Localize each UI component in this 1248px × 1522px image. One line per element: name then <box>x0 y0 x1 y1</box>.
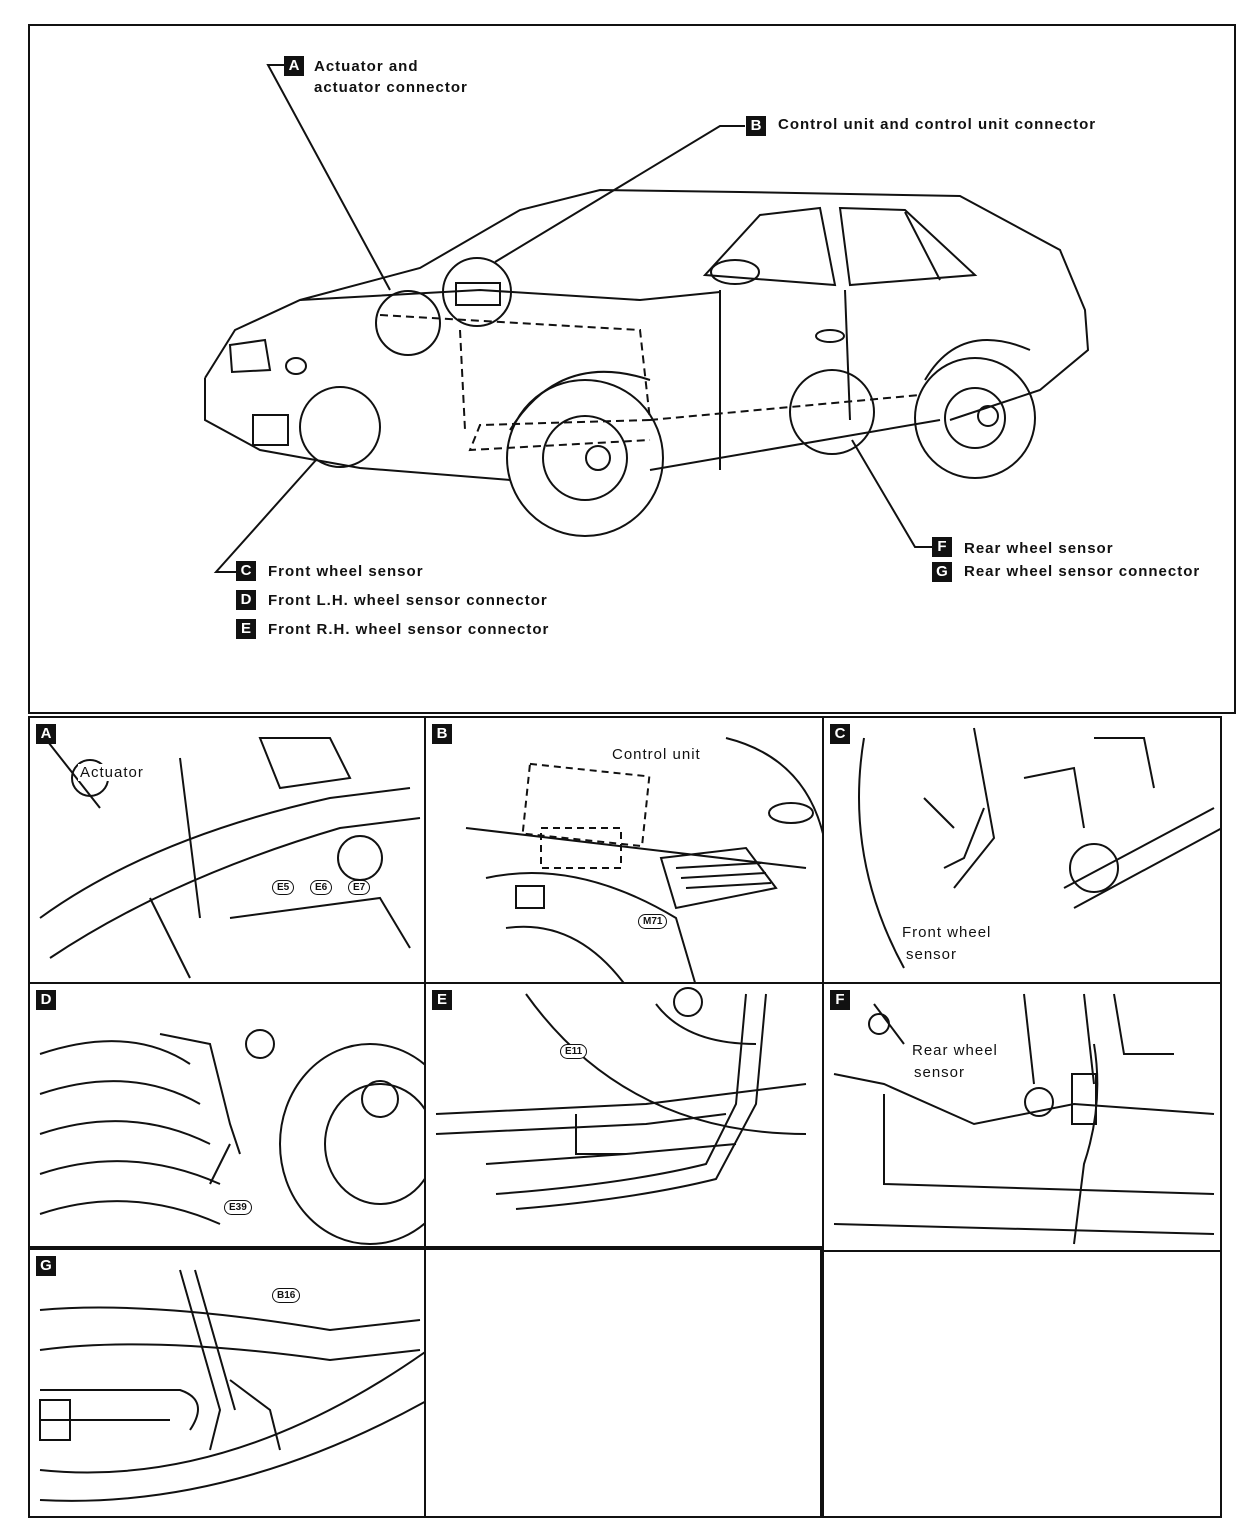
panel-a: A Actuator E5 E6 E7 <box>28 716 426 984</box>
callout-a-line1: Actuator and <box>314 58 419 75</box>
panel-d-connector-e39: E39 <box>224 1200 252 1215</box>
panel-b-text-control-unit: Control unit <box>610 746 703 763</box>
panel-g-illustration <box>39 1269 424 1502</box>
panel-d: D E39 <box>28 982 426 1248</box>
callout-a-badge: A <box>284 56 304 76</box>
panel-g: G B16 <box>28 1248 426 1518</box>
panel-b-badge: B <box>432 724 452 744</box>
panel-d-badge: D <box>36 990 56 1010</box>
callout-c-line1: Front wheel sensor <box>268 563 424 580</box>
panel-c-text-line2: sensor <box>904 946 960 963</box>
panel-a-illustration <box>39 737 421 979</box>
panel-f: F Rear wheel sensor <box>822 982 1222 1252</box>
panel-f-badge: F <box>830 990 850 1010</box>
panel-f-text-line2: sensor <box>912 1064 968 1081</box>
panel-a-badge: A <box>36 724 56 744</box>
callout-b-line1: Control unit and control unit connector <box>778 116 1097 133</box>
callout-c-badge: C <box>236 561 256 581</box>
panel-c-text-line1: Front wheel <box>900 924 994 941</box>
callout-d-line1: Front L.H. wheel sensor connector <box>268 592 548 609</box>
panel-f-text-line1: Rear wheel <box>910 1042 1000 1059</box>
panel-empty-1 <box>424 1248 824 1518</box>
panel-e: E E11 <box>424 982 824 1248</box>
callout-b-badge: B <box>746 116 766 136</box>
callout-f-line1: Rear wheel sensor <box>964 540 1114 557</box>
callout-a-line2: actuator connector <box>314 79 468 96</box>
panel-a-connector-e6: E6 <box>310 880 333 895</box>
panel-c-illustration <box>858 727 1220 969</box>
callout-g-badge: G <box>932 562 952 582</box>
panel-b-illustration <box>465 737 822 982</box>
panel-e-badge: E <box>432 990 452 1010</box>
panel-e-illustration <box>435 987 807 1210</box>
panel-c: C Front wheel sensor <box>822 716 1222 984</box>
panel-f-illustration <box>833 993 1215 1245</box>
callout-d-badge: D <box>236 590 256 610</box>
panel-a-text-actuator: Actuator <box>78 764 146 781</box>
panel-a-connector-e5: E5 <box>272 880 295 895</box>
panel-d-illustration <box>39 1029 424 1245</box>
panel-a-connector-e7: E7 <box>348 880 371 895</box>
panel-c-badge: C <box>830 724 850 744</box>
callout-g-line1: Rear wheel sensor connector <box>964 563 1201 580</box>
panel-g-badge: G <box>36 1256 56 1276</box>
panel-e-connector-e11: E11 <box>560 1044 588 1059</box>
overview-frame <box>28 24 1236 714</box>
car-illustration <box>204 64 1090 573</box>
panel-empty-2 <box>820 1250 1222 1518</box>
panel-b: B Control unit M71 <box>424 716 824 984</box>
callout-e-line1: Front R.H. wheel sensor connector <box>268 621 550 638</box>
panel-b-connector-m71: M71 <box>638 914 668 929</box>
callout-f-badge: F <box>932 537 952 557</box>
callout-e-badge: E <box>236 619 256 639</box>
panel-g-connector-b16: B16 <box>272 1288 301 1303</box>
